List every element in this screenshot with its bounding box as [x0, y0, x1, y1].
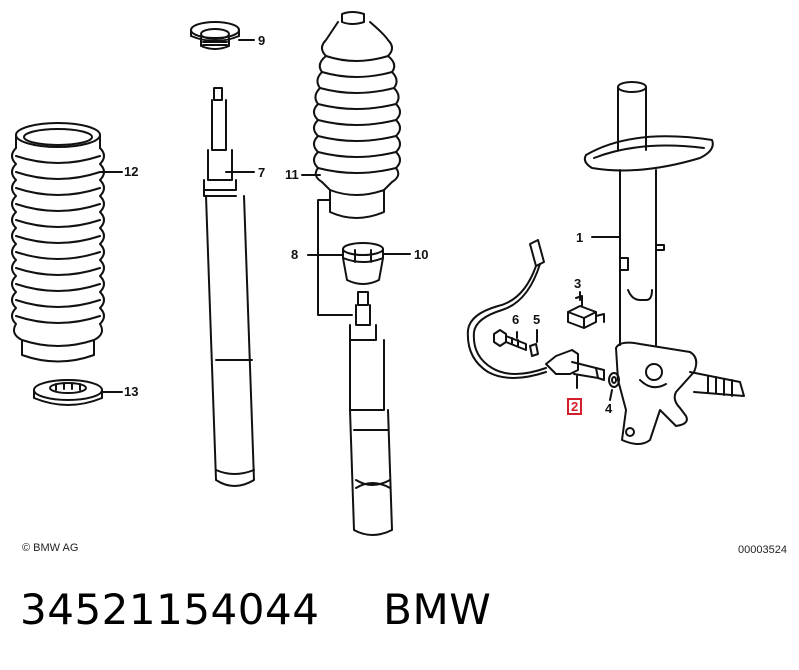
cartridge-insert — [349, 291, 393, 536]
callout-13: 13 — [124, 384, 139, 399]
part-number-line: 34521154044 BMW — [20, 585, 491, 634]
bump-stop-part-10 — [342, 242, 411, 285]
copyright-text: © BMW AG — [22, 542, 79, 554]
bush-part-9 — [190, 21, 255, 50]
abs-sensor-part-2 — [466, 239, 605, 389]
parts-diagram — [11, 11, 745, 536]
callout-9: 9 — [258, 33, 266, 48]
callout-7: 7 — [258, 165, 266, 180]
callout-12: 12 — [124, 164, 139, 179]
callout-4: 4 — [605, 401, 613, 416]
callout-3: 3 — [574, 276, 582, 291]
mount-ring-part-13 — [33, 379, 123, 406]
washer-part-5 — [529, 329, 539, 357]
callout-8: 8 — [291, 247, 299, 262]
washer-part-4 — [608, 372, 620, 401]
figure-number: 00003524 — [738, 544, 787, 556]
bracket-part-8 — [307, 199, 353, 316]
bellows-part-12 — [11, 122, 123, 363]
shock-absorber-part-7 — [203, 87, 255, 487]
callout-11: 11 — [285, 167, 299, 182]
boot-part-11 — [301, 11, 401, 219]
callout-5: 5 — [533, 312, 541, 327]
bolt-part-6 — [493, 329, 527, 351]
steering-knuckle — [615, 341, 745, 445]
clip-part-3 — [567, 291, 605, 329]
brand-name: BMW — [383, 585, 492, 634]
callout-6: 6 — [512, 312, 520, 327]
part-number: 34521154044 — [20, 585, 320, 634]
callout-10: 10 — [414, 247, 429, 262]
strut-housing-part-1 — [583, 81, 714, 346]
callout-2-highlighted: 2 — [567, 398, 583, 415]
callout-1: 1 — [576, 230, 584, 245]
